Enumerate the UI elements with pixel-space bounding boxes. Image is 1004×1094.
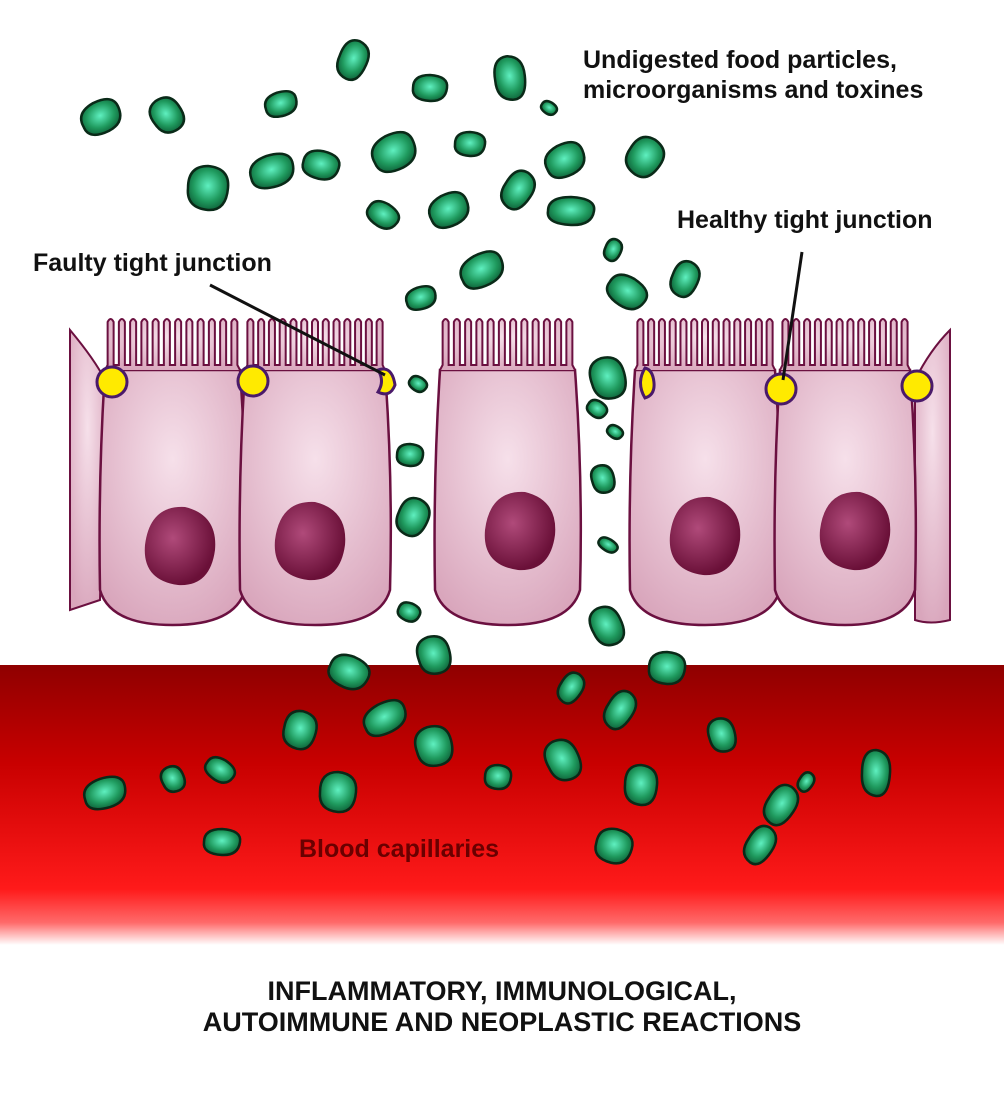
particle (407, 374, 429, 394)
particle (589, 464, 616, 494)
microvilli (634, 318, 776, 371)
nucleus (484, 491, 556, 571)
particle (493, 55, 527, 101)
particle (362, 698, 407, 738)
blood-capillaries-label: Blood capillaries (299, 835, 500, 863)
reactions-label-line2: AUTOIMMUNE AND NEOPLASTIC REACTIONS (202, 1007, 802, 1037)
epithelial-cell (238, 318, 393, 627)
particle (79, 97, 122, 137)
particle (370, 130, 417, 174)
particle (597, 536, 619, 554)
epithelial-cell (628, 318, 783, 627)
particle (318, 770, 358, 814)
particle (202, 827, 242, 857)
cell-body (238, 368, 393, 627)
nucleus (274, 501, 346, 581)
particle (546, 195, 596, 227)
particles (79, 39, 892, 866)
particle (282, 709, 318, 751)
particle (860, 748, 892, 798)
particles-label-line1: Undigested food particles, (583, 46, 897, 74)
particle (404, 284, 437, 312)
particle (588, 356, 627, 400)
particle (365, 199, 401, 230)
particle (762, 783, 800, 827)
epithelial-cells (69, 318, 951, 627)
particle (556, 671, 586, 705)
particle (396, 601, 422, 623)
particle (796, 771, 816, 793)
epithelial-cell (98, 318, 248, 627)
particle (500, 169, 536, 211)
particle (415, 635, 452, 675)
particle (203, 755, 237, 784)
microvilli (244, 318, 386, 371)
particle (602, 237, 624, 263)
particle (453, 130, 487, 158)
particle (543, 140, 586, 180)
tight-junction-healthy (95, 365, 129, 399)
tight-junction-healthy (900, 369, 934, 403)
microvilli (779, 318, 911, 371)
particle (263, 89, 298, 119)
particle (186, 164, 230, 212)
cell-body (98, 368, 248, 627)
particle (602, 689, 638, 731)
particle (427, 190, 470, 230)
particle (335, 39, 371, 82)
particle (395, 442, 425, 468)
microvilli (104, 318, 241, 371)
particle (594, 827, 634, 865)
nucleus (669, 496, 741, 576)
healthy-junction-label: Healthy tight junction (677, 206, 933, 234)
particle (159, 764, 187, 794)
faulty-junction-pointer (209, 283, 386, 377)
particle (543, 738, 583, 782)
particle (742, 824, 778, 866)
blood-capillary-band (0, 665, 1004, 945)
particle (539, 99, 559, 117)
particle (413, 724, 454, 768)
reactions-label-line1: INFLAMMATORY, IMMUNOLOGICAL, (267, 976, 737, 1006)
particle (647, 650, 687, 686)
particles-label-line2: microorganisms and toxines (583, 76, 924, 104)
tight-junction-faulty (639, 366, 656, 400)
particle (459, 250, 505, 290)
epithelial-cell-partial (69, 327, 107, 612)
nucleus (819, 491, 891, 571)
epithelial-cell-partial (914, 327, 951, 624)
particle (706, 717, 737, 753)
nucleus (144, 506, 216, 586)
particle (623, 763, 659, 807)
particle (301, 149, 341, 181)
particle (669, 259, 701, 299)
tight-junction-healthy (236, 364, 270, 398)
particle (248, 152, 295, 190)
particle (585, 398, 609, 420)
particle (605, 423, 625, 441)
microvilli (439, 318, 576, 371)
particle (605, 273, 649, 311)
particle (83, 775, 127, 811)
particle (624, 135, 666, 179)
particle (327, 653, 371, 691)
tight-junction-healthy (764, 372, 798, 406)
epithelial-cell (773, 318, 918, 627)
particle (588, 605, 626, 647)
particle (483, 763, 513, 791)
healthy-junction-pointer (781, 251, 804, 381)
faulty-junction-label: Faulty tight junction (33, 249, 272, 277)
particle (411, 73, 449, 103)
epithelial-cell (433, 318, 583, 627)
particle (148, 96, 186, 134)
particle (395, 496, 431, 538)
